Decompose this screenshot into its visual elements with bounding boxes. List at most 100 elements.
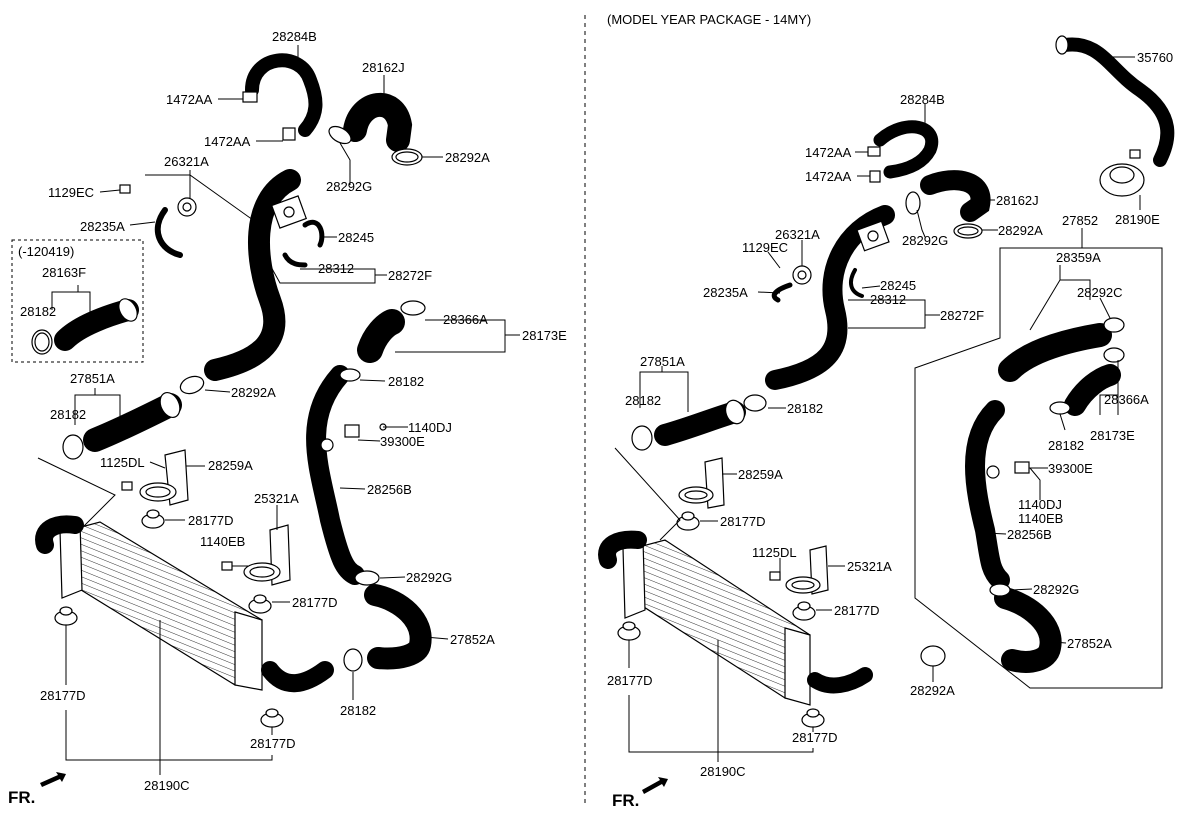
label-r-1472aa-a: 1472AA [805,145,852,160]
right-leader-lines [614,56,1141,762]
label-r-28292a-low: 28292A [910,683,955,698]
label-r-28292g-top: 28292G [902,233,948,248]
label-r-1140eb: 1140EB [1018,511,1063,526]
label-r-28177d-c: 28177D [607,673,653,688]
label-28292a-mid: 28292A [231,385,276,400]
label-25321a: 25321A [254,491,299,506]
label-r-28292a-top: 28292A [998,223,1043,238]
label-27851a: 27851A [70,371,115,386]
clamp-28292g-top [328,125,352,145]
label-28312: 28312 [318,261,354,276]
label-27852a: 27852A [450,632,495,647]
label-28182-inset: 28182 [20,304,56,319]
screw-1472aa-right-a [867,146,881,157]
label-1129ec: 1129EC [48,185,94,200]
left-labels: 28284B 28162J 1472AA 1472AA 26321A 28292… [8,29,567,807]
label-28284b: 28284B [272,29,317,44]
label-inset-note: (-120419) [18,244,74,259]
fr-arrow-right [642,777,668,794]
label-r-28259a: 28259A [738,467,783,482]
label-1472aa-a: 1472AA [166,92,213,107]
screw-1472aa-a [242,91,258,103]
label-28366a: 28366A [443,312,488,327]
sensor-39300e [344,424,360,438]
label-28177d-d: 28177D [250,736,296,751]
clamp-28182-left [62,434,84,460]
label-r-27852: 27852 [1062,213,1098,228]
screw-1472aa-b [282,127,296,141]
left-panel: 28284B 28162J 1472AA 1472AA 26321A 28292… [8,29,567,807]
label-r-28284b: 28284B [900,92,945,107]
label-r-28235a: 28235A [703,285,748,300]
label-1140eb: 1140EB [200,534,245,549]
sensor-39300e-right [1014,461,1030,474]
model-package-header: (MODEL YEAR PACKAGE - 14MY) [607,12,811,27]
screw-1472aa-right-b [869,170,881,183]
inset-box [11,239,144,363]
label-28177d-c: 28177D [40,688,86,703]
label-r-39300e: 39300E [1048,461,1093,476]
assembly-outline-box [914,247,1163,689]
label-28182-low: 28182 [340,703,376,718]
label-r-28366a: 28366A [1104,392,1149,407]
left-leader-lines [37,45,520,775]
label-r-28182-c: 28182 [1048,438,1084,453]
clamp-28292g-low [354,570,380,586]
label-r-28256b: 28256B [1007,527,1052,542]
label-r-28190e: 28190E [1115,212,1160,227]
label-28272f: 28272F [388,268,432,283]
label-r-27852a: 27852A [1067,636,1112,651]
label-r-28312: 28312 [870,292,906,307]
label-28177d-b: 28177D [292,595,338,610]
intercooler-right [629,539,811,699]
label-r-26321a: 26321A [775,227,820,242]
clamp-28292a-mid [179,375,205,395]
label-28173e: 28173E [522,328,567,343]
label-r-28173e: 28173E [1090,428,1135,443]
label-r-28292c: 28292C [1077,285,1123,300]
label-r-25321a: 25321A [847,559,892,574]
label-39300e: 39300E [380,434,425,449]
bolt-1129ec [119,184,131,194]
label-r-28245: 28245 [880,278,916,293]
label-r-1125dl: 1125DL [752,545,797,560]
label-r-28162j: 28162J [996,193,1039,208]
label-28162j: 28162J [362,60,405,75]
right-panel: (MODEL YEAR PACKAGE - 14MY) [598,12,1175,810]
clamp-28182-right-c [1049,401,1071,415]
label-r-28359a: 28359A [1056,250,1101,265]
label-r-28190c: 28190C [700,764,746,779]
label-r-28177d-a: 28177D [720,514,766,529]
label-28245: 28245 [338,230,374,245]
label-28292g-top: 28292G [326,179,372,194]
right-labels: 35760 28284B 1472AA 1472AA 28162J 28190E… [607,50,1173,810]
clamp-28182-right-a [631,425,653,451]
clamp-28182-low [343,648,363,672]
label-r-28292g-low: 28292G [1033,582,1079,597]
label-28259a: 28259A [208,458,253,473]
label-28190c: 28190C [144,778,190,793]
label-28256b: 28256B [367,482,412,497]
clamp-28182-right-b [743,394,767,412]
label-r-28177d-b: 28177D [834,603,880,618]
clamp-28292g-right-low [989,583,1011,597]
clamp-28292c [1103,317,1125,333]
label-28292g-low: 28292G [406,570,452,585]
label-r-28182-a: 28182 [625,393,661,408]
label-r-28177d-d: 28177D [792,730,838,745]
clamp-28182-mid [339,368,361,382]
fr-arrow-left [40,772,66,787]
label-26321a: 26321A [164,154,209,169]
label-r-1472aa-b: 1472AA [805,169,852,184]
label-1472aa-b: 1472AA [204,134,251,149]
clamp-28292a-right-low [920,645,946,667]
label-28163f: 28163F [42,265,86,280]
direction-marker-right: FR. [612,791,639,810]
label-1125dl: 1125DL [100,455,145,470]
clamp-28292g-right-top [905,191,921,215]
label-1140dj: 1140DJ [408,420,452,435]
label-r-1140dj: 1140DJ [1018,497,1062,512]
label-28235a: 28235A [80,219,125,234]
label-28177d-a: 28177D [188,513,234,528]
